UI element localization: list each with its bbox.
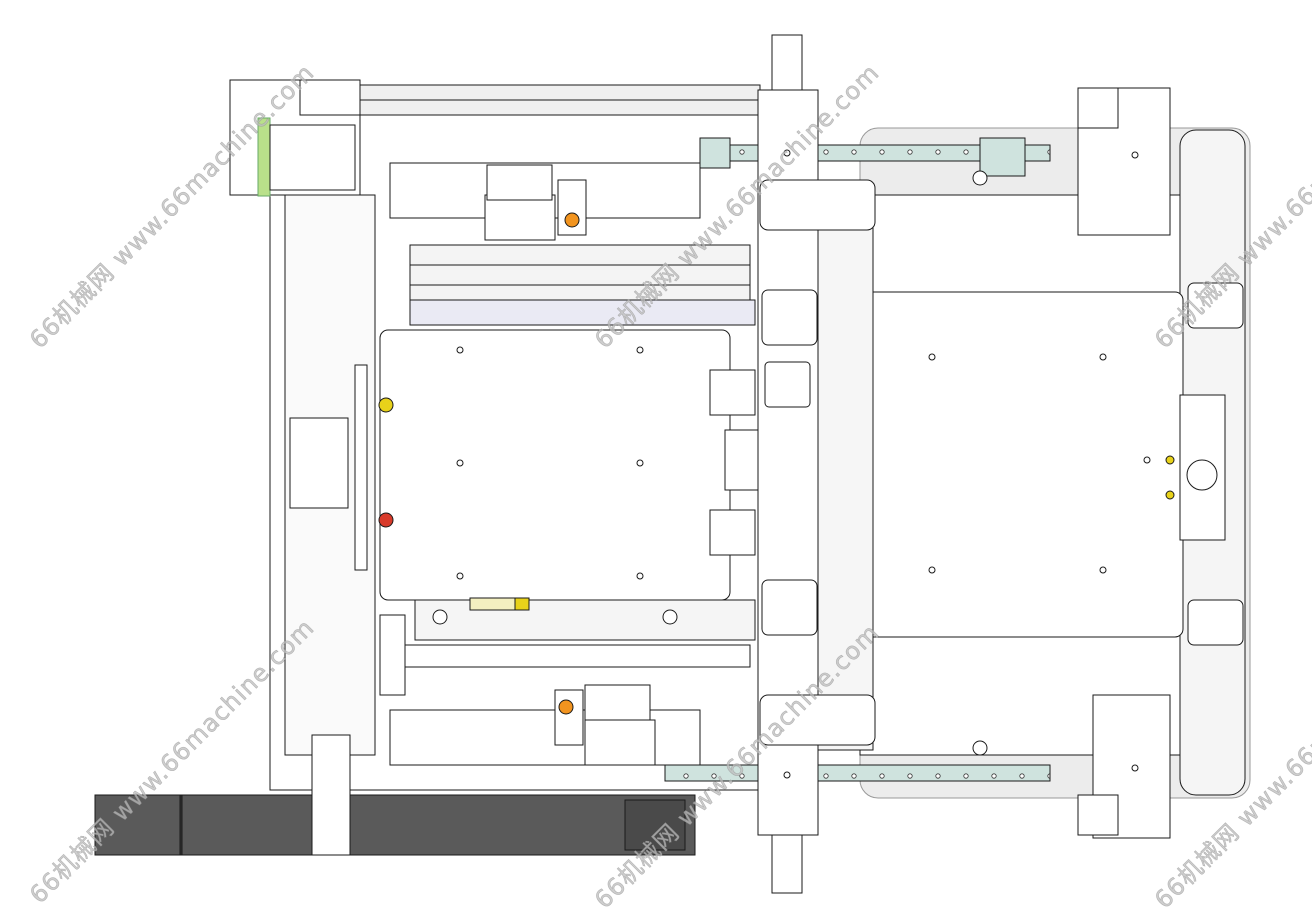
bottom-left-bracket [311, 734, 351, 856]
orange-bolt [564, 212, 580, 228]
right-main-plate [847, 291, 1184, 638]
sensor-yellow [378, 397, 394, 413]
left-clamp-block [289, 417, 349, 509]
left-main-plate [379, 329, 731, 601]
sensor-red [378, 512, 394, 528]
base-bar [94, 794, 696, 856]
